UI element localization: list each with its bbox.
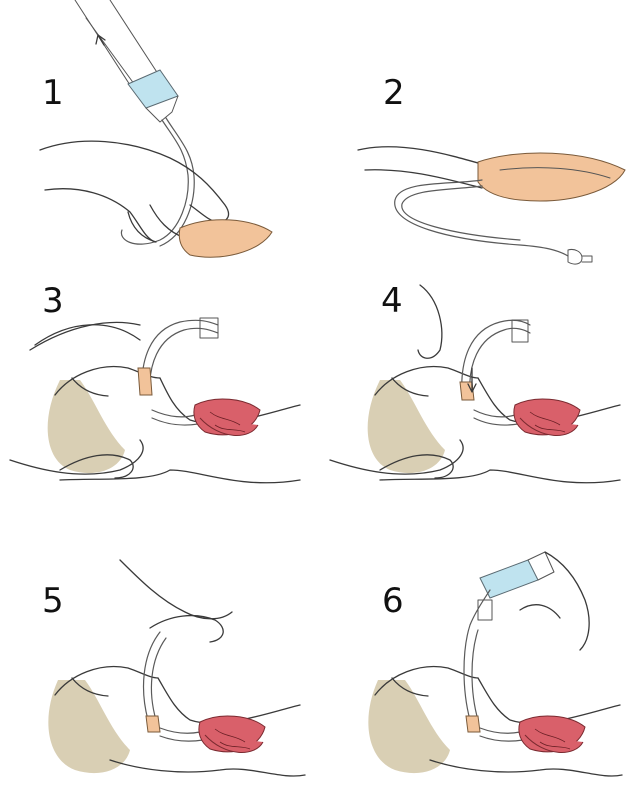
mask-cuff-flat — [478, 153, 625, 201]
arrow-up-icon — [96, 35, 105, 45]
mask-cuff-deflated — [179, 220, 272, 258]
step-1-number: 1 — [42, 73, 64, 113]
pilot-tube — [121, 120, 188, 244]
infant-head-shading — [48, 380, 125, 473]
step-1-panel: 1 — [40, 0, 272, 257]
step-5-panel: 5 — [42, 560, 305, 776]
step-6-number: 6 — [382, 581, 404, 621]
step-6-panel: 6 — [368, 552, 622, 776]
step-3-number: 3 — [42, 281, 64, 321]
step-5-number: 5 — [42, 581, 64, 621]
step-4-number: 4 — [381, 281, 403, 321]
step-4-panel: 4 — [330, 281, 620, 483]
step-2-panel: 2 — [358, 73, 625, 264]
syringe-illustration — [75, 0, 178, 122]
step-2-number: 2 — [383, 73, 405, 113]
step-3-panel: 3 — [10, 281, 300, 483]
